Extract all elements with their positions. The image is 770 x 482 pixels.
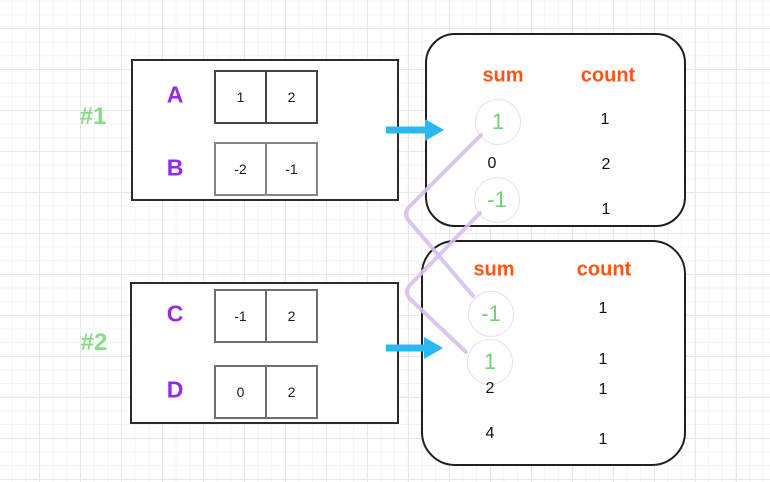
array-name-C: C	[166, 300, 184, 327]
array-name-B: B	[166, 154, 184, 181]
sum-value-highlighted: 1	[467, 339, 513, 385]
array-cell: -1	[265, 142, 318, 196]
example-1-label: #1	[79, 103, 107, 130]
count-value: 1	[598, 300, 608, 317]
count-value: 1	[601, 201, 611, 218]
array-cell: 2	[265, 289, 318, 343]
count-value: 1	[598, 351, 608, 368]
count-value: 2	[601, 156, 611, 173]
example-1-arrays-box: A 1 2 B -2 -1	[131, 59, 399, 201]
array-cell: 0	[214, 365, 267, 419]
example-1-sum-count-table: sum count 1 1 0 2 -1 1	[425, 33, 686, 227]
count-column-header: count	[576, 258, 632, 281]
example-2-sum-count-table: sum count -1 1 1 1 2 1 4 1	[421, 240, 686, 466]
sum-column-header: sum	[473, 258, 515, 281]
sum-value: 4	[485, 425, 495, 442]
sum-value-highlighted: 1	[475, 99, 521, 145]
sum-column-header: sum	[482, 64, 524, 87]
sum-value-highlighted: -1	[474, 177, 520, 223]
array-name-A: A	[166, 81, 184, 108]
sum-value-highlighted: -1	[468, 291, 514, 337]
count-value: 1	[600, 111, 610, 128]
example-2-arrays-box: C -1 2 D 0 2	[130, 282, 399, 424]
count-value: 1	[598, 381, 608, 398]
array-cell: -2	[214, 142, 267, 196]
sum-value: 0	[487, 155, 497, 172]
sum-value: 2	[485, 380, 495, 397]
array-name-D: D	[166, 376, 184, 403]
array-C-cells: -1 2	[214, 289, 318, 343]
array-cell: 2	[265, 365, 318, 419]
array-B-cells: -2 -1	[214, 142, 318, 196]
count-value: 1	[598, 431, 608, 448]
array-D-cells: 0 2	[214, 365, 318, 419]
array-cell: -1	[214, 289, 267, 343]
array-cell: 2	[265, 70, 318, 124]
array-cell: 1	[214, 70, 267, 124]
example-2-label: #2	[80, 329, 108, 356]
array-A-cells: 1 2	[214, 70, 318, 124]
count-column-header: count	[580, 64, 636, 87]
